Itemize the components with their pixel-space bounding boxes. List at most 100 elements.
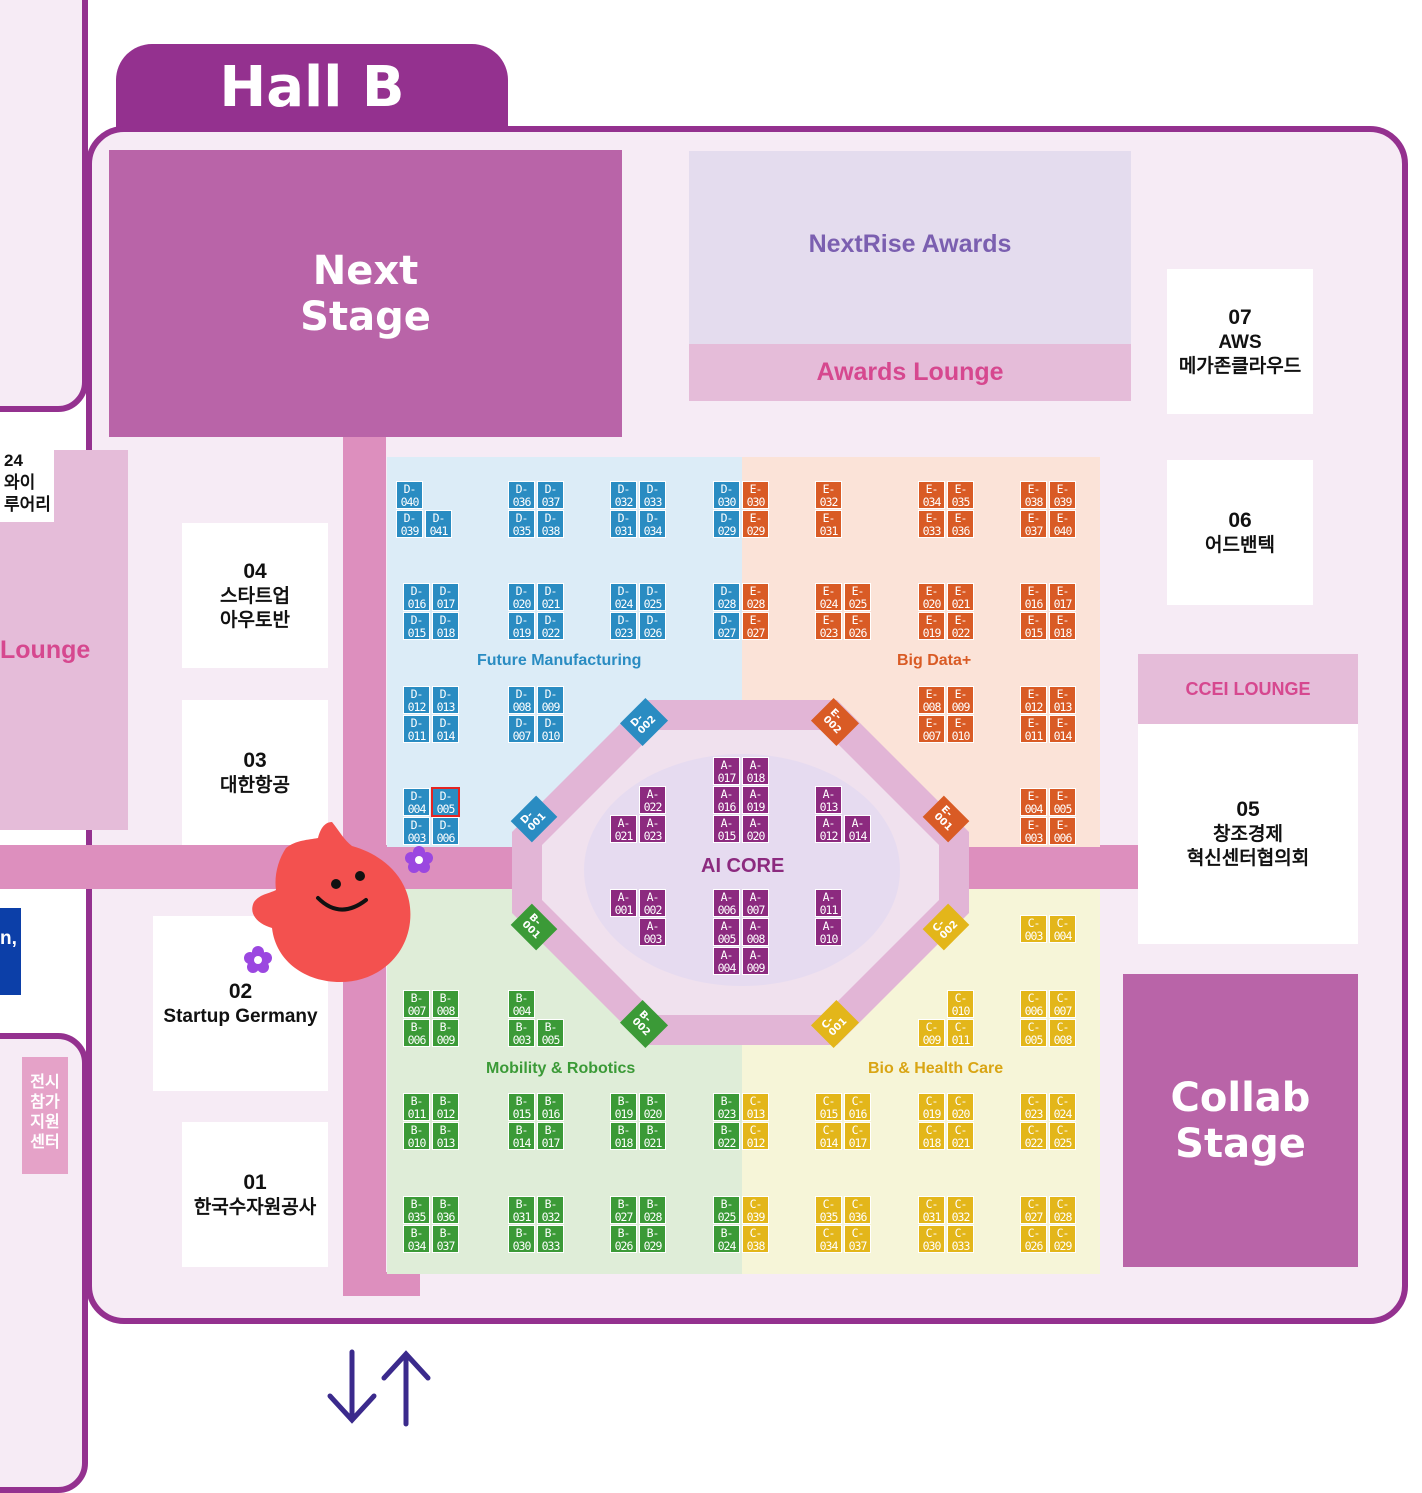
- booth-c-021[interactable]: C- 021: [947, 1122, 974, 1150]
- booth-e-020[interactable]: E- 020: [918, 583, 945, 611]
- booth-c-019[interactable]: C- 019: [918, 1093, 945, 1121]
- booth-e-033[interactable]: E- 033: [918, 510, 945, 538]
- booth-c-033[interactable]: C- 033: [947, 1225, 974, 1253]
- booth-e-023[interactable]: E- 023: [815, 612, 842, 640]
- booth-e-030[interactable]: E- 030: [742, 481, 769, 509]
- booth-c-031[interactable]: C- 031: [918, 1196, 945, 1224]
- booth-a-003[interactable]: A- 003: [639, 918, 666, 946]
- booth-c-035[interactable]: C- 035: [815, 1196, 842, 1224]
- booth-b-020[interactable]: B- 020: [639, 1093, 666, 1121]
- collab-stage[interactable]: Collab Stage: [1123, 974, 1358, 1267]
- booth-a-007[interactable]: A- 007: [742, 889, 769, 917]
- booth-b-032[interactable]: B- 032: [537, 1196, 564, 1224]
- booth-e-012[interactable]: E- 012: [1020, 686, 1047, 714]
- booth-c-006[interactable]: C- 006: [1020, 990, 1047, 1018]
- booth-b-035[interactable]: B- 035: [403, 1196, 430, 1224]
- booth-d-020[interactable]: D- 020: [508, 583, 535, 611]
- booth-a-023[interactable]: A- 023: [639, 815, 666, 843]
- booth-c-037[interactable]: C- 037: [844, 1225, 871, 1253]
- booth-c-026[interactable]: C- 026: [1020, 1225, 1047, 1253]
- booth-d-003[interactable]: D- 003: [403, 817, 430, 845]
- booth-d-034[interactable]: D- 034: [639, 510, 666, 538]
- booth-b-011[interactable]: B- 011: [403, 1093, 430, 1121]
- support-center[interactable]: 전시 참가 지원 센터: [22, 1057, 68, 1174]
- booth-d-006[interactable]: D- 006: [432, 817, 459, 845]
- booth-b-019[interactable]: B- 019: [610, 1093, 637, 1121]
- booth-b-025[interactable]: B- 025: [713, 1196, 740, 1224]
- booth-a-001[interactable]: A- 001: [610, 889, 637, 917]
- left-partial-booth[interactable]: 24 와이 루어리: [0, 450, 54, 522]
- nextrise-awards[interactable]: [689, 151, 1131, 344]
- booth-d-033[interactable]: D- 033: [639, 481, 666, 509]
- booth-d-016[interactable]: D- 016: [403, 583, 430, 611]
- ccei-lounge[interactable]: CCEI LOUNGE: [1138, 654, 1358, 724]
- booth-d-024[interactable]: D- 024: [610, 583, 637, 611]
- booth-c-029[interactable]: C- 029: [1049, 1225, 1076, 1253]
- booth-e-031[interactable]: E- 031: [815, 510, 842, 538]
- booth-e-036[interactable]: E- 036: [947, 510, 974, 538]
- booth-b-009[interactable]: B- 009: [432, 1019, 459, 1047]
- booth-c-025[interactable]: C- 025: [1049, 1122, 1076, 1150]
- booth-b-004[interactable]: B- 004: [508, 990, 535, 1018]
- booth-d-014[interactable]: D- 014: [432, 715, 459, 743]
- booth-d-025[interactable]: D- 025: [639, 583, 666, 611]
- booth-c-034[interactable]: C- 034: [815, 1225, 842, 1253]
- booth-d-009[interactable]: D- 009: [537, 686, 564, 714]
- booth-e-004[interactable]: E- 004: [1020, 788, 1047, 816]
- booth-e-017[interactable]: E- 017: [1049, 583, 1076, 611]
- booth-d-029[interactable]: D- 029: [713, 510, 740, 538]
- booth-b-006[interactable]: B- 006: [403, 1019, 430, 1047]
- booth-a-018[interactable]: A- 018: [742, 757, 769, 785]
- booth-b-017[interactable]: B- 017: [537, 1122, 564, 1150]
- booth-c-020[interactable]: C- 020: [947, 1093, 974, 1121]
- booth-a-009[interactable]: A- 009: [742, 947, 769, 975]
- booth-b-018[interactable]: B- 018: [610, 1122, 637, 1150]
- booth-a-010[interactable]: A- 010: [815, 918, 842, 946]
- booth-d-041[interactable]: D- 041: [425, 510, 452, 538]
- booth-02[interactable]: 02 Startup Germany: [153, 916, 328, 1091]
- booth-e-021[interactable]: E- 021: [947, 583, 974, 611]
- booth-d-008[interactable]: D- 008: [508, 686, 535, 714]
- booth-e-019[interactable]: E- 019: [918, 612, 945, 640]
- booth-a-013[interactable]: A- 013: [815, 786, 842, 814]
- booth-b-014[interactable]: B- 014: [508, 1122, 535, 1150]
- booth-e-040[interactable]: E- 040: [1049, 510, 1076, 538]
- booth-e-016[interactable]: E- 016: [1020, 583, 1047, 611]
- booth-e-025[interactable]: E- 025: [844, 583, 871, 611]
- booth-d-019[interactable]: D- 019: [508, 612, 535, 640]
- booth-d-027[interactable]: D- 027: [713, 612, 740, 640]
- booth-d-031[interactable]: D- 031: [610, 510, 637, 538]
- booth-d-039[interactable]: D- 039: [396, 510, 423, 538]
- booth-a-011[interactable]: A- 011: [815, 889, 842, 917]
- booth-e-008[interactable]: E- 008: [918, 686, 945, 714]
- booth-a-016[interactable]: A- 016: [713, 786, 740, 814]
- booth-d-038[interactable]: D- 038: [537, 510, 564, 538]
- booth-e-010[interactable]: E- 010: [947, 715, 974, 743]
- booth-e-009[interactable]: E- 009: [947, 686, 974, 714]
- booth-c-022[interactable]: C- 022: [1020, 1122, 1047, 1150]
- booth-d-022[interactable]: D- 022: [537, 612, 564, 640]
- booth-a-019[interactable]: A- 019: [742, 786, 769, 814]
- booth-d-013[interactable]: D- 013: [432, 686, 459, 714]
- booth-c-014[interactable]: C- 014: [815, 1122, 842, 1150]
- booth-a-005[interactable]: A- 005: [713, 918, 740, 946]
- booth-d-015[interactable]: D- 015: [403, 612, 430, 640]
- booth-d-010[interactable]: D- 010: [537, 715, 564, 743]
- booth-05[interactable]: 05 창조경제 혁신센터협의회: [1138, 724, 1358, 944]
- booth-b-003[interactable]: B- 003: [508, 1019, 535, 1047]
- booth-d-040[interactable]: D- 040: [396, 481, 423, 509]
- booth-01[interactable]: 01 한국수자원공사: [182, 1122, 328, 1267]
- booth-e-037[interactable]: E- 037: [1020, 510, 1047, 538]
- booth-e-028[interactable]: E- 028: [742, 583, 769, 611]
- booth-a-014[interactable]: A- 014: [844, 815, 871, 843]
- booth-e-038[interactable]: E- 038: [1020, 481, 1047, 509]
- booth-e-032[interactable]: E- 032: [815, 481, 842, 509]
- booth-c-008[interactable]: C- 008: [1049, 1019, 1076, 1047]
- booth-e-022[interactable]: E- 022: [947, 612, 974, 640]
- booth-a-002[interactable]: A- 002: [639, 889, 666, 917]
- booth-c-003[interactable]: C- 003: [1020, 915, 1047, 943]
- booth-e-026[interactable]: E- 026: [844, 612, 871, 640]
- booth-c-010[interactable]: C- 010: [947, 990, 974, 1018]
- booth-b-008[interactable]: B- 008: [432, 990, 459, 1018]
- booth-c-012[interactable]: C- 012: [742, 1122, 769, 1150]
